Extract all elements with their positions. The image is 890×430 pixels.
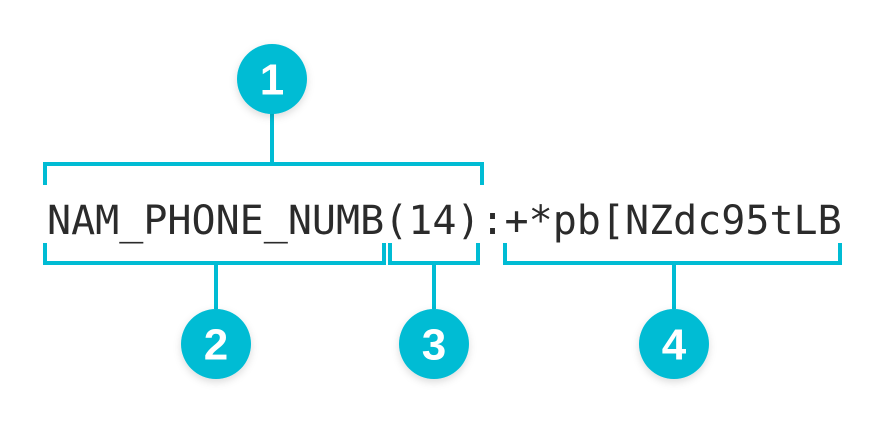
segment-3-group: 3	[388, 243, 480, 379]
badge-3-circle	[399, 309, 469, 379]
badge-4-circle	[639, 309, 709, 379]
segment-4-bracket	[503, 243, 842, 265]
segment-4-group: 4	[503, 243, 842, 379]
badge-4[interactable]: 4	[639, 309, 709, 379]
record-format-text: NAM_PHONE_NUMB(14):+*pb[NZdc95tLB	[47, 198, 842, 244]
badge-1-label: 1	[260, 56, 284, 105]
segment-3-bracket	[388, 243, 480, 265]
segment-1-bracket	[43, 162, 484, 185]
badge-3-label: 3	[422, 321, 446, 370]
badge-2-circle	[181, 309, 251, 379]
badge-3[interactable]: 3	[399, 309, 469, 379]
segment-2-bracket	[43, 243, 386, 265]
badge-4-label: 4	[662, 321, 687, 370]
badge-2-label: 2	[204, 321, 228, 370]
badge-1-circle	[237, 44, 307, 114]
segment-2-group: 2	[43, 243, 386, 379]
segment-1-group: 1	[43, 44, 484, 185]
badge-1[interactable]: 1	[237, 44, 307, 114]
badge-2[interactable]: 2	[181, 309, 251, 379]
